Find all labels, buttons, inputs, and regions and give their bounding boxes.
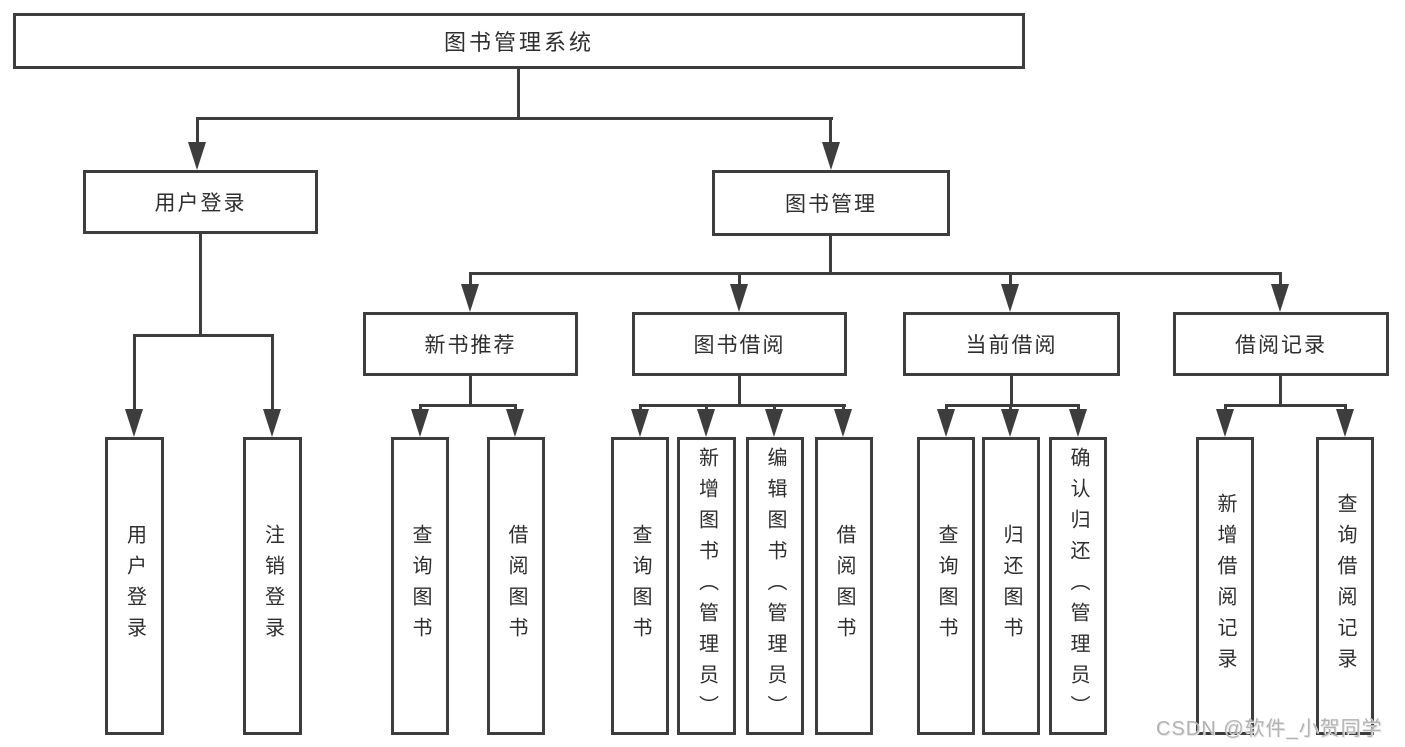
leaf-label-add-borrow-record: 新增借阅记录 (1214, 493, 1236, 679)
branch-box-book-management: 图书管理 (712, 170, 950, 236)
branch-box-book-borrow: 图书借阅 (632, 312, 847, 376)
arrowhead-down-icon (1336, 409, 1354, 437)
leaf-label-query-books-3: 查询图书 (935, 524, 957, 648)
leaf-label-add-books-admin: 新增图书（管理员） (695, 446, 718, 726)
leaf-label-query-books-2: 查询图书 (629, 524, 651, 648)
connector-line (945, 404, 1080, 407)
branch-label-book-borrow: 图书借阅 (693, 334, 786, 357)
leaf-label-user-login: 用户登录 (123, 524, 146, 648)
connector-line (829, 117, 832, 144)
arrowhead-down-icon (506, 409, 524, 437)
connector-line (705, 404, 708, 412)
arrowhead-down-icon (1216, 409, 1234, 437)
connector-line (1077, 404, 1080, 412)
leaf-box-add-borrow-record: 新增借阅记录 (1196, 437, 1254, 735)
connector-line (1224, 404, 1227, 412)
connector-line (199, 234, 202, 336)
branch-label-book-management: 图书管理 (785, 193, 877, 216)
connector-line (1009, 404, 1012, 412)
connector-line (639, 404, 642, 412)
arrowhead-down-icon (765, 409, 783, 437)
branch-box-current-borrow: 当前借阅 (903, 312, 1120, 376)
arrowhead-down-icon (125, 409, 143, 437)
connector-line (773, 404, 776, 412)
connector-line (945, 404, 948, 412)
connector-line (133, 334, 274, 337)
connector-line (1010, 375, 1013, 406)
connector-line (196, 117, 199, 144)
leaf-label-borrow-books-1: 借阅图书 (505, 524, 527, 648)
arrowhead-down-icon (1069, 409, 1087, 437)
connector-line (271, 334, 274, 412)
connector-line (639, 404, 846, 407)
root-box-library-system: 图书管理系统 (13, 13, 1025, 69)
connector-line (419, 404, 517, 407)
leaf-box-confirm-return-admin: 确认归还（管理员） (1049, 437, 1107, 735)
branch-box-new-book-recommend: 新书推荐 (363, 312, 578, 376)
connector-line (1344, 404, 1347, 412)
arrowhead-down-icon (411, 409, 429, 437)
leaf-box-edit-books-admin: 编辑图书（管理员） (746, 437, 804, 735)
leaf-box-query-books-3: 查询图书 (917, 437, 975, 735)
connector-line (1279, 272, 1282, 286)
arrowhead-down-icon (1001, 409, 1019, 437)
leaf-box-query-borrow-record: 查询借阅记录 (1316, 437, 1374, 735)
arrowhead-down-icon (834, 409, 852, 437)
arrowhead-down-icon (697, 409, 715, 437)
leaf-box-query-books-2: 查询图书 (611, 437, 669, 735)
connector-line (1224, 404, 1347, 407)
arrowhead-down-icon (730, 284, 748, 312)
arrowhead-down-icon (937, 409, 955, 437)
connector-line (1009, 272, 1012, 286)
watermark: CSDN @软件_小贺同学 (1156, 718, 1383, 740)
connector-line (469, 272, 1282, 275)
leaf-box-logout: 注销登录 (243, 437, 302, 735)
connector-line (196, 117, 833, 120)
connector-line (738, 272, 741, 286)
leaf-label-edit-books-admin: 编辑图书（管理员） (764, 446, 786, 726)
connector-line (469, 375, 472, 406)
arrowhead-down-icon (822, 142, 840, 170)
branch-label-user-login: 用户登录 (154, 192, 247, 215)
leaf-box-borrow-books-1: 借阅图书 (487, 437, 545, 735)
arrowhead-down-icon (1271, 284, 1289, 312)
connector-line (514, 404, 517, 412)
connector-line (829, 236, 832, 274)
arrowhead-down-icon (263, 409, 281, 437)
leaf-box-add-books-admin: 新增图书（管理员） (677, 437, 736, 735)
leaf-box-return-books: 归还图书 (982, 437, 1040, 735)
connector-line (842, 404, 845, 412)
connector-line (133, 334, 136, 412)
connector-line (738, 375, 741, 406)
arrowhead-down-icon (461, 284, 479, 312)
leaf-box-user-login: 用户登录 (105, 437, 164, 735)
arrowhead-down-icon (1001, 284, 1019, 312)
arrowhead-down-icon (188, 142, 206, 170)
branch-label-borrow-records: 借阅记录 (1235, 334, 1327, 357)
arrowhead-down-icon (631, 409, 649, 437)
connector-line (469, 272, 472, 286)
branch-box-borrow-records: 借阅记录 (1173, 312, 1389, 376)
leaf-box-query-books-1: 查询图书 (391, 437, 449, 735)
branch-label-new-book-recommend: 新书推荐 (424, 334, 517, 357)
leaf-label-borrow-books-2: 借阅图书 (833, 524, 855, 648)
branch-label-current-borrow: 当前借阅 (965, 334, 1058, 357)
root-label: 图书管理系统 (443, 30, 594, 55)
branch-box-user-login: 用户登录 (83, 170, 318, 234)
leaf-label-logout: 注销登录 (261, 524, 284, 648)
leaf-label-confirm-return-admin: 确认归还（管理员） (1067, 446, 1089, 726)
leaf-box-borrow-books-2: 借阅图书 (815, 437, 873, 735)
connector-line (517, 69, 520, 118)
leaf-label-return-books: 归还图书 (1000, 524, 1022, 648)
leaf-label-query-borrow-record: 查询借阅记录 (1334, 493, 1356, 679)
leaf-label-query-books-1: 查询图书 (409, 524, 431, 648)
connector-line (1279, 375, 1282, 406)
connector-line (419, 404, 422, 412)
